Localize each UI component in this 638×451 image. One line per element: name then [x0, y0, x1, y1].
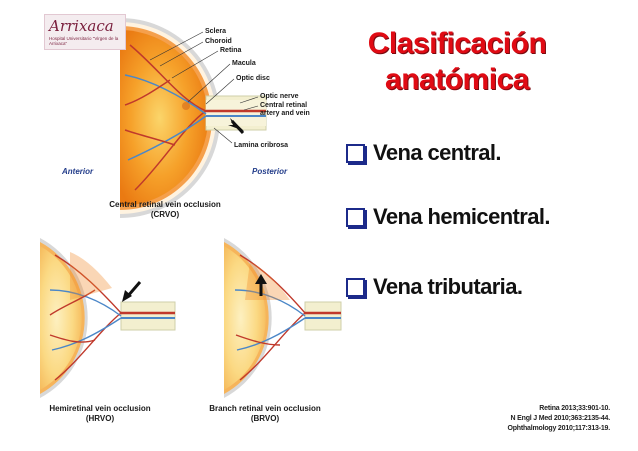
brvo-eye — [224, 238, 342, 398]
checkbox-bullet-icon — [346, 143, 365, 163]
reference-line: N Engl J Med 2010;363:2135-44. — [510, 415, 611, 422]
label-anterior: Anterior — [62, 167, 94, 176]
logo-subtitle: Hospital Universitario "Virgen de la Arr… — [49, 36, 119, 46]
reference-line: Retina 2013;33:901-10. — [539, 405, 610, 412]
caption-crvo-name: Central retinal vein occlusion — [109, 200, 221, 209]
caption-brvo: Branch retinal vein occlusion (BRVO) — [192, 404, 338, 424]
caption-hrvo-abbr: (HRVO) — [85, 414, 115, 423]
label-retina: Retina — [220, 47, 242, 54]
label-optic-nerve: Optic nerve — [260, 93, 299, 100]
checkbox-bullet-icon — [346, 277, 365, 297]
bullet-item-hemicentral: Vena hemicentral. — [346, 204, 550, 230]
caption-brvo-abbr: (BRVO) — [250, 414, 280, 423]
slide-title: Clasificación anatómica — [367, 27, 547, 96]
label-optic-disc: Optic disc — [236, 75, 270, 82]
label-choroid: Choroid — [205, 38, 232, 45]
logo-script: Arrixaca — [49, 17, 114, 35]
hospital-logo: Arrixaca Hospital Universitario "Virgen … — [44, 14, 126, 50]
caption-crvo-abbr: (CRVO) — [150, 210, 180, 219]
references: Retina 2013;33:901-10. N Engl J Med 2010… — [460, 404, 610, 434]
caption-brvo-name: Branch retinal vein occlusion — [209, 404, 321, 413]
label-central-retinal: Central retinal — [260, 102, 308, 109]
bullet-item-central: Vena central. — [346, 140, 502, 166]
label-posterior: Posterior — [252, 167, 288, 176]
reference-line: Ophthalmology 2010;117:313-19. — [507, 425, 610, 432]
label-macula: Macula — [232, 60, 256, 67]
caption-hrvo-name: Hemiretinal vein occlusion — [49, 404, 151, 413]
label-artery-vein: artery and vein — [260, 110, 310, 117]
label-lamina-cribrosa: Lamina cribrosa — [234, 142, 289, 149]
caption-crvo: Central retinal vein occlusion (CRVO) — [90, 200, 240, 220]
bullet-item-tributaria: Vena tributaria. — [346, 274, 523, 300]
bullet-text: Vena central. — [373, 140, 502, 165]
crvo-eye — [120, 18, 267, 218]
checkbox-bullet-icon — [346, 207, 365, 227]
bullet-text: Vena tributaria. — [373, 274, 523, 299]
caption-hrvo: Hemiretinal vein occlusion (HRVO) — [30, 404, 170, 424]
hrvo-eye — [40, 238, 176, 398]
bullet-text: Vena hemicentral. — [373, 204, 550, 229]
label-sclera: Sclera — [205, 28, 227, 35]
